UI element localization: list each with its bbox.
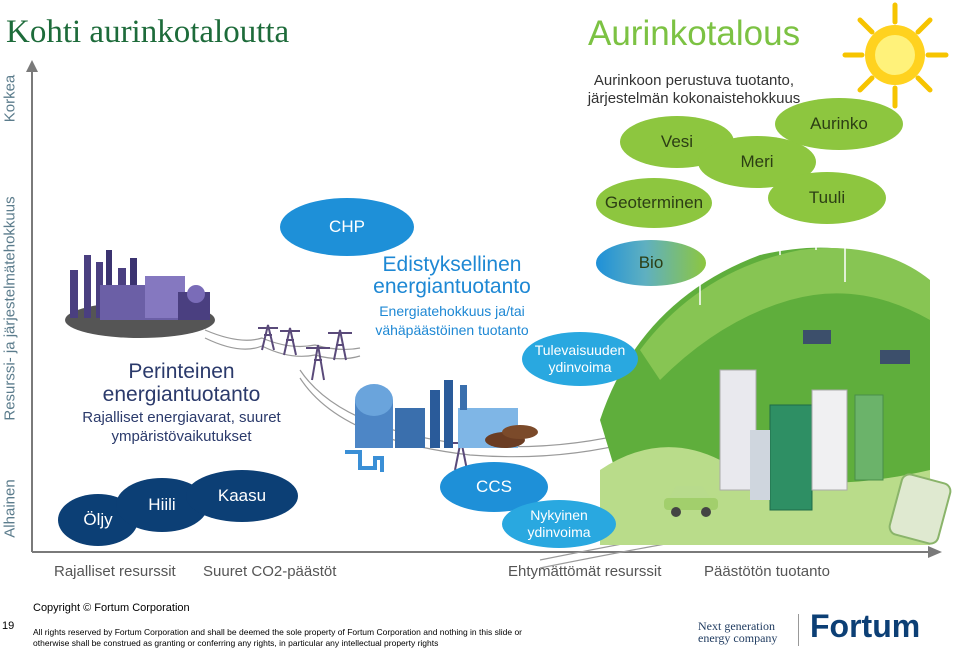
sun-icon: [845, 5, 946, 106]
bubble-current-nuclear: Nykyinen ydinvoima: [502, 500, 616, 548]
solar-economy-heading: Aurinkotalous: [588, 14, 800, 54]
y-axis-high-label: Korkea: [2, 49, 19, 149]
bubble-aurinko: Aurinko: [775, 98, 903, 150]
page-number: 19: [2, 620, 14, 632]
y-axis-low-label: Alhainen: [2, 459, 19, 559]
advanced-energy-subtitle: Energiatehokkuus ja/tai vähäpäästöinen t…: [352, 302, 552, 340]
y-axis-title: Resurssi- ja järjestelmätehokkuus: [2, 189, 19, 429]
bubble-future-nuclear: Tulevaisuuden ydinvoima: [522, 332, 638, 386]
fortum-logo: Fortum: [810, 608, 920, 645]
bubble-geoterminen: Geoterminen: [596, 178, 712, 228]
advanced-energy-title: Edistyksellinen energiantuotanto: [352, 254, 552, 298]
page-title: Kohti aurinkotaloutta: [6, 14, 289, 51]
footer-divider: [798, 614, 799, 646]
x-axis-label-emission-free: Päästötön tuotanto: [704, 563, 830, 580]
traditional-energy-subtitle: Rajalliset energiavarat, suuret ympärist…: [64, 408, 299, 446]
x-axis-label-inexhaustible: Ehtymättömät resurssit: [508, 563, 661, 580]
rights-notice: All rights reserved by Fortum Corporatio…: [33, 627, 553, 649]
bubble-tuuli: Tuuli: [768, 172, 886, 224]
tagline: Next generation energy company: [698, 620, 783, 644]
advanced-power-plant: [345, 380, 538, 472]
fortum-logo-text: Fortum: [810, 608, 920, 644]
x-axis-label-high-co2: Suuret CO2-päästöt: [203, 563, 336, 580]
copyright-notice: Copyright © Fortum Corporation: [33, 602, 190, 614]
x-axis-label-limited-resources: Rajalliset resurssit: [54, 563, 176, 580]
bubble-kaasu: Kaasu: [186, 470, 298, 522]
traditional-power-plant: [65, 250, 215, 338]
bubble-chp: CHP: [280, 198, 414, 256]
bubble-bio: Bio: [596, 240, 706, 286]
advanced-energy-block: Edistyksellinen energiantuotanto Energia…: [352, 254, 552, 340]
solar-economy-subheading: Aurinkoon perustuva tuotanto, järjestelm…: [560, 72, 828, 108]
traditional-energy-title: Perinteinen energiantuotanto: [64, 360, 299, 406]
traditional-energy-block: Perinteinen energiantuotanto Rajalliset …: [64, 360, 299, 446]
